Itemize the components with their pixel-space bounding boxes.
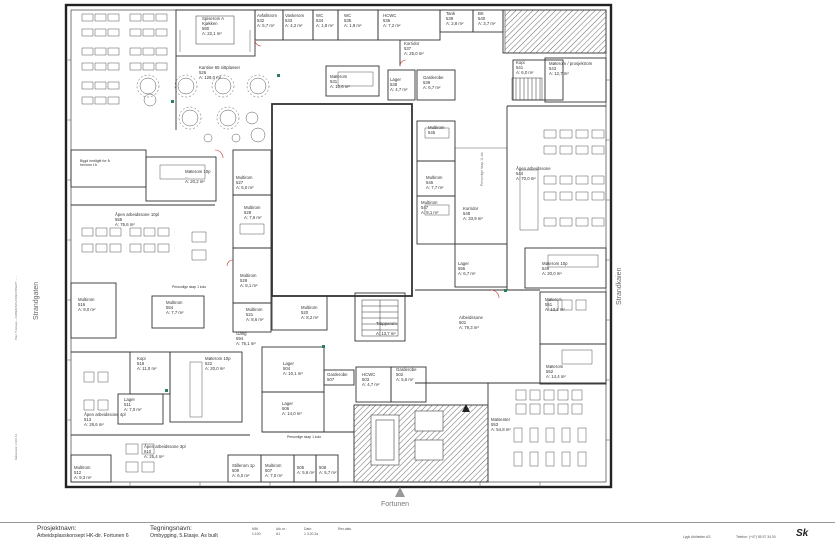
street-east: Strandkaien	[616, 267, 623, 305]
margin-note-plan: Plan: 5 Etasje – ARBEIDSPLASSKONSEPT – .…	[14, 275, 18, 340]
rev-label: Rev.dato	[338, 527, 352, 531]
room-label-multirom-520: Multirom 520 A: 8,2 m²	[301, 305, 319, 320]
room-label-multirom-528: Multirom 528 A: 7,6 m²	[244, 205, 262, 220]
room-label-multirom-512: Multirom 512 A: 9,3 m²	[74, 465, 92, 480]
stairs	[361, 77, 543, 337]
drawing-label: Tegningsnavn:	[150, 525, 192, 532]
room-label-wc-534: WC 534 A: 1,8 m²	[316, 13, 334, 28]
room-label-apen-4pl: Åpen arbeidssone 4pl 513 A: 28,6 m²	[84, 412, 126, 427]
room-label-moterom-522: Møterom 10p 522 A: 20,0 m²	[205, 356, 231, 371]
room-label-kantine: Kantine 65 sittplasser 526 A: 128,0 m²	[199, 65, 241, 80]
room-label-tank: Tank 539 A: 2,8 m²	[446, 11, 464, 26]
room-label-arbeidsrom-501: Arbeidssone 501 A: 79,3 m²	[459, 315, 483, 330]
room-label-505: 505 A: 5,6 m²	[297, 465, 315, 475]
room-label-moterom-531: Møterom 531 A: 10,6 m²	[330, 74, 350, 89]
room-label-gang-594: Gang 594 A: 76,1 m²	[236, 331, 256, 346]
room-label-trapperom: Trapperom ... A: 13,7 m²	[376, 321, 397, 336]
project-label: Prosjektnavn:	[37, 525, 77, 532]
furniture	[81, 13, 605, 473]
scale-label: Mål:	[252, 527, 259, 531]
room-label-lager-506: Lager 506 A: 14,0 m²	[282, 401, 302, 416]
drawing-value: Ombygging, 5.Etasje. As built	[150, 533, 218, 539]
project-value: Arbeidsplasskonsept HK-dir. Fortunen 6	[37, 533, 129, 539]
room-label-garderobe-539: Garderobe 539 A: 6,7 m²	[423, 75, 444, 90]
room-label-stillerom: Stillerom 1p 509 A: 6,0 m²	[232, 463, 255, 478]
room-label-hcwc-503: HCWC 503 A: 4,7 m²	[362, 372, 380, 387]
room-label-508: 508 A: 5,7 m²	[319, 465, 337, 475]
room-label-matsenter: Matsenter 553 A: 54,8 m²	[491, 417, 511, 432]
room-label-kjokken: Spiserom A Kjøkken 580 A: 22,1 m²	[202, 16, 224, 36]
room-label-bk: BK 540 A: 3,7 m²	[478, 11, 496, 26]
room-label-multirom-546: Multirom 546 A: 7,7 m²	[426, 175, 444, 190]
room-label-multirom-516: Multirom 516 A: 9,0 m²	[78, 297, 96, 312]
room-label-korridor-548: Korridor 548 A: 33,9 m²	[463, 206, 483, 221]
scale-value: 1:100	[252, 532, 261, 536]
markers	[165, 74, 507, 392]
hatched-zones	[353, 9, 607, 483]
street-west: Strandgaten	[33, 281, 40, 320]
room-label-apen-555: Åpen arbeidssone 10pl 555 A: 76,6 m²	[115, 212, 159, 227]
room-label-moterom-551: Møterom 551 A: 13,2 m²	[545, 297, 565, 312]
room-label-lager-538: Lager 538 A: 4,7 m²	[390, 77, 408, 92]
room-label-multirom-529: Multirom 529 A: 8,1 m²	[240, 273, 258, 288]
entrance-arrow-icon	[395, 487, 405, 497]
sheet-label: Ark.nr.:	[276, 527, 287, 531]
room-label-multirom-507: Multirom 507 A: 7,0 m²	[265, 463, 283, 478]
company-phone: Telefon: (+47) 55 57 34 00	[736, 535, 776, 539]
date-value: 1.3.20.2a	[304, 532, 319, 536]
room-label-multirom-527: Multirom 527 A: 6,0 m²	[236, 175, 254, 190]
title-block: Prosjektnavn: Arbeidsplasskonsept HK-dir…	[0, 522, 835, 541]
note-left: Bygd inntilgitt for å hevrom t.b.	[80, 159, 110, 168]
room-label-lager-504: Lager 504 A: 10,1 m²	[283, 361, 303, 376]
note-stair-west: Personlige skap 1 kolo	[172, 285, 207, 289]
room-label-garderobe-507: Garderobe 507	[327, 372, 348, 382]
doors	[214, 39, 500, 299]
room-label-moterom-10p-west: Møterom 10p ... A: 20,2 m²	[185, 169, 211, 184]
room-label-apen-3pl: Åpen arbeidssone 3pl 510 A: 25,4 m²	[144, 444, 186, 459]
room-label-moterom-10p-east: Møterom 10p 549 A: 20,0 m²	[542, 261, 568, 276]
room-label-multirom-547: Multirom 547 A: 8,1 m²	[421, 200, 439, 215]
street-south: Fortunen	[381, 501, 410, 508]
room-label-multirom-521: Multirom 521 A: 8,6 m²	[246, 307, 264, 322]
date-label: Dato:	[304, 527, 313, 531]
interior-walls	[70, 9, 607, 483]
company-name: Lygh Arkitekter AS	[683, 535, 711, 539]
room-label-moterom-543: Møterom / prosjektrom 543 A: 12,7 m²	[549, 61, 593, 76]
room-label-avfallsrom: Avfallsrom 532 A: 5,7 m²	[257, 13, 277, 28]
room-label-kopi-541: Kopi 541 A: 6,0 m²	[516, 60, 534, 75]
note-skap-east: Personlige skap 11 stk	[480, 152, 484, 186]
margin-note-scale: Målestokk 1:100 A1	[14, 433, 18, 460]
room-label-hcwc-536: HCWC 536 A: 7,2 m²	[383, 13, 401, 28]
room-label-moterom-552: Møterom 552 A: 14,4 m²	[546, 364, 566, 379]
room-label-lager-511: Lager 511 A: 7,0 m²	[124, 397, 142, 412]
room-label-multirom-554: Multirom 554 A: 7,7 m²	[166, 300, 184, 315]
company-logo: Sk	[796, 528, 809, 539]
room-label-korridor-537: Korridor 537 A: 25,0 m²	[404, 41, 424, 56]
room-label-kopi-518: Kopi 518 A: 11,0 m²	[137, 356, 157, 371]
window-marks	[66, 59, 611, 487]
room-label-garderobe-502: Garderobe 502 A: 5,6 m²	[396, 367, 417, 382]
room-label-vaskerom: Vaskerom 533 A: 4,2 m²	[285, 13, 305, 28]
room-label-multirom-545: Multirom 545	[428, 125, 445, 135]
note-stair-south: Personlige skap 1 kolo	[287, 435, 322, 439]
room-label-wc-535: WC 535 A: 1,8 m²	[344, 13, 362, 28]
room-label-lager-556: Lager 556 A: 6,7 m²	[458, 261, 476, 276]
sheet-value: A1	[276, 532, 281, 536]
warning-triangle	[462, 404, 470, 412]
room-label-apen-544: Åpen arbeidssone 544 A: 70,0 m²	[516, 166, 551, 181]
